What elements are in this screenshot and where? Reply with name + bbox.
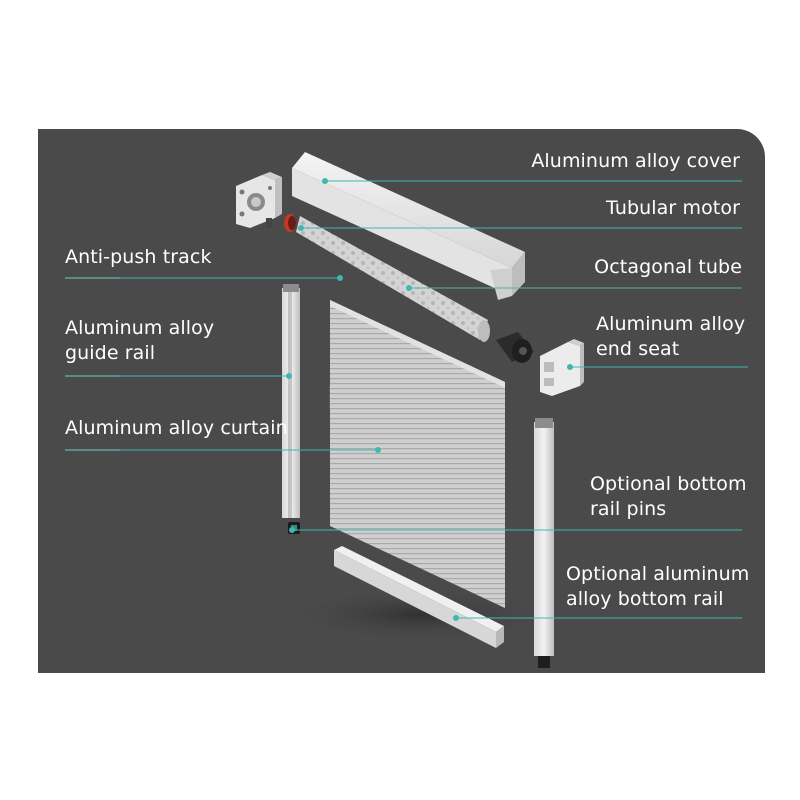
right-guide-rail-part (534, 418, 554, 668)
bottom-rail-part (334, 546, 504, 648)
label-end-seat: Aluminum alloy end seat (596, 313, 746, 360)
leader-line-highlights (65, 277, 120, 451)
motor-head-part (496, 332, 534, 363)
leader-dots (286, 178, 573, 621)
diagram-panel: Aluminum alloy cover Tubular motor Anti-… (38, 129, 765, 673)
label-octagonal-tube: Octagonal tube (594, 256, 742, 278)
label-tubular-motor: Tubular motor (606, 197, 740, 219)
left-guide-rail-part (282, 284, 300, 518)
left-end-cap-part (236, 172, 282, 228)
leader-lines (65, 180, 748, 619)
label-bottom-rail-pins: Optional bottom rail pins (590, 473, 747, 520)
exploded-view-illustration (65, 152, 748, 668)
end-seat-part (540, 339, 584, 396)
curtain-part (330, 300, 505, 608)
label-anti-push-track: Anti-push track (65, 246, 212, 268)
motor-and-tube-part (284, 214, 490, 342)
label-cover: Aluminum alloy cover (531, 150, 740, 172)
label-curtain: Aluminum alloy curtain (65, 417, 288, 439)
label-guide-rail: Aluminum alloy guide rail (65, 317, 215, 364)
label-bottom-rail: Optional aluminum alloy bottom rail (566, 563, 750, 610)
